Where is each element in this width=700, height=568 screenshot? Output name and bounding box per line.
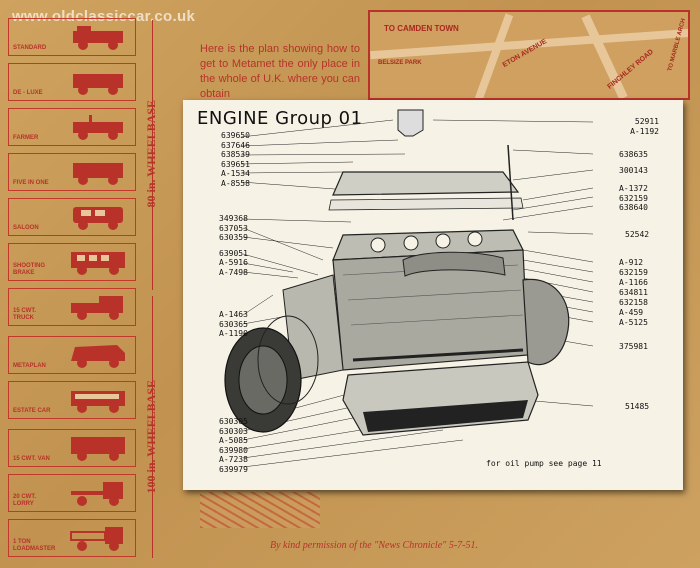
vehicle-label: FIVE IN ONE [13,180,49,186]
vehicle-card-truck: 15 cwt. TRUCK [8,288,136,326]
vehicle-label: 15 cwt. VAN [13,456,50,462]
jeep-icon [73,163,123,185]
intro-text: Here is the plan showing how to get to M… [200,43,360,100]
map-road [474,13,514,98]
jeep-icon [73,74,123,95]
engine-parts-panel: ENGINE Group 01 [183,100,683,490]
wheelbase-label-80: 80 in. WHEELBASE [144,100,158,208]
head-gasket [328,197,524,211]
estate-icon [71,391,125,413]
vehicle-range-strip: STANDARD DE - LUXE FARMER FIVE IN ONE SA… [8,18,136,558]
vehicle-card-de-luxe: DE - LUXE [8,63,136,101]
vehicle-card-shooting-brake: SHOOTING BRAKE [8,243,136,281]
jeep-icon [73,26,123,50]
wheelbase-label-100: 100 in. WHEELBASE [144,380,158,494]
map-label-camden: TO CAMDEN TOWN [384,24,459,33]
part-number-51485: 51485 [625,402,650,411]
truck-icon [71,296,123,320]
part-number-638635: 638635 [619,150,648,159]
vehicle-card-loadmaster: 1 ton LOADMASTER [8,519,136,557]
vehicle-label: FARMER [13,135,39,141]
vehicle-label: 20 cwt. LORRY [13,494,37,507]
map-label-belsize: BELSIZE PARK [378,60,422,66]
vehicle-card-metaplan: METAPLAN [8,336,136,374]
wagon-icon [71,252,125,275]
vehicle-card-standard: STANDARD [8,18,136,56]
rocker-cover [332,171,520,196]
lorry-icon [71,482,123,506]
map-fragment [200,492,320,528]
vehicle-label: 1 ton LOADMASTER [13,539,56,552]
bell-housing [522,278,570,366]
vehicle-card-saloon: SALOON [8,198,136,236]
wagon-icon [71,345,125,368]
wheelbase-bracket-80 [152,20,153,290]
vehicle-label: SALOON [13,225,39,231]
panel-title: ENGINE Group 01 [197,108,363,129]
vehicle-label: 15 cwt. TRUCK [13,308,37,321]
part-number-300143: 300143 [619,166,648,175]
location-map: TO CAMDEN TOWN BELSIZE PARK ETON AVENUE … [368,10,690,100]
van-icon [71,437,125,461]
site-watermark: www.oldclassiccar.co.uk [12,8,196,25]
part-number-52542: 52542 [625,230,650,239]
vehicle-card-estate-car: ESTATE CAR [8,381,136,419]
part-number-375981: 375981 [619,342,648,351]
lorry-icon [70,527,123,551]
vehicle-label: METAPLAN [13,363,46,369]
exhaust-manifold [402,251,506,277]
news-chronicle-credit: By kind permission of the "News Chronicl… [270,540,479,551]
vehicle-label: STANDARD [13,45,47,51]
map-label-marble-arch: TO MARBLE ARCH [667,17,688,73]
vehicle-label: ESTATE CAR [13,408,51,414]
oil-pump-footnote: for oil pump see page 11 [486,459,602,468]
vehicle-card-lorry: 20 cwt. LORRY [8,474,136,512]
jeep-icon [73,115,123,140]
saloon-icon [73,207,123,230]
vehicle-label: DE - LUXE [13,90,43,96]
vehicle-card-farmer: FARMER [8,108,136,146]
wheelbase-bracket-100 [152,296,153,558]
engine-illustration [224,109,594,468]
oil-filler-cap [397,109,424,137]
map-road [581,14,628,98]
vehicle-label: SHOOTING BRAKE [13,263,46,276]
sump-pan [363,400,528,432]
vehicle-card-five-in-one: FIVE IN ONE [8,153,136,191]
vehicle-card-van: 15 cwt. VAN [8,429,136,467]
